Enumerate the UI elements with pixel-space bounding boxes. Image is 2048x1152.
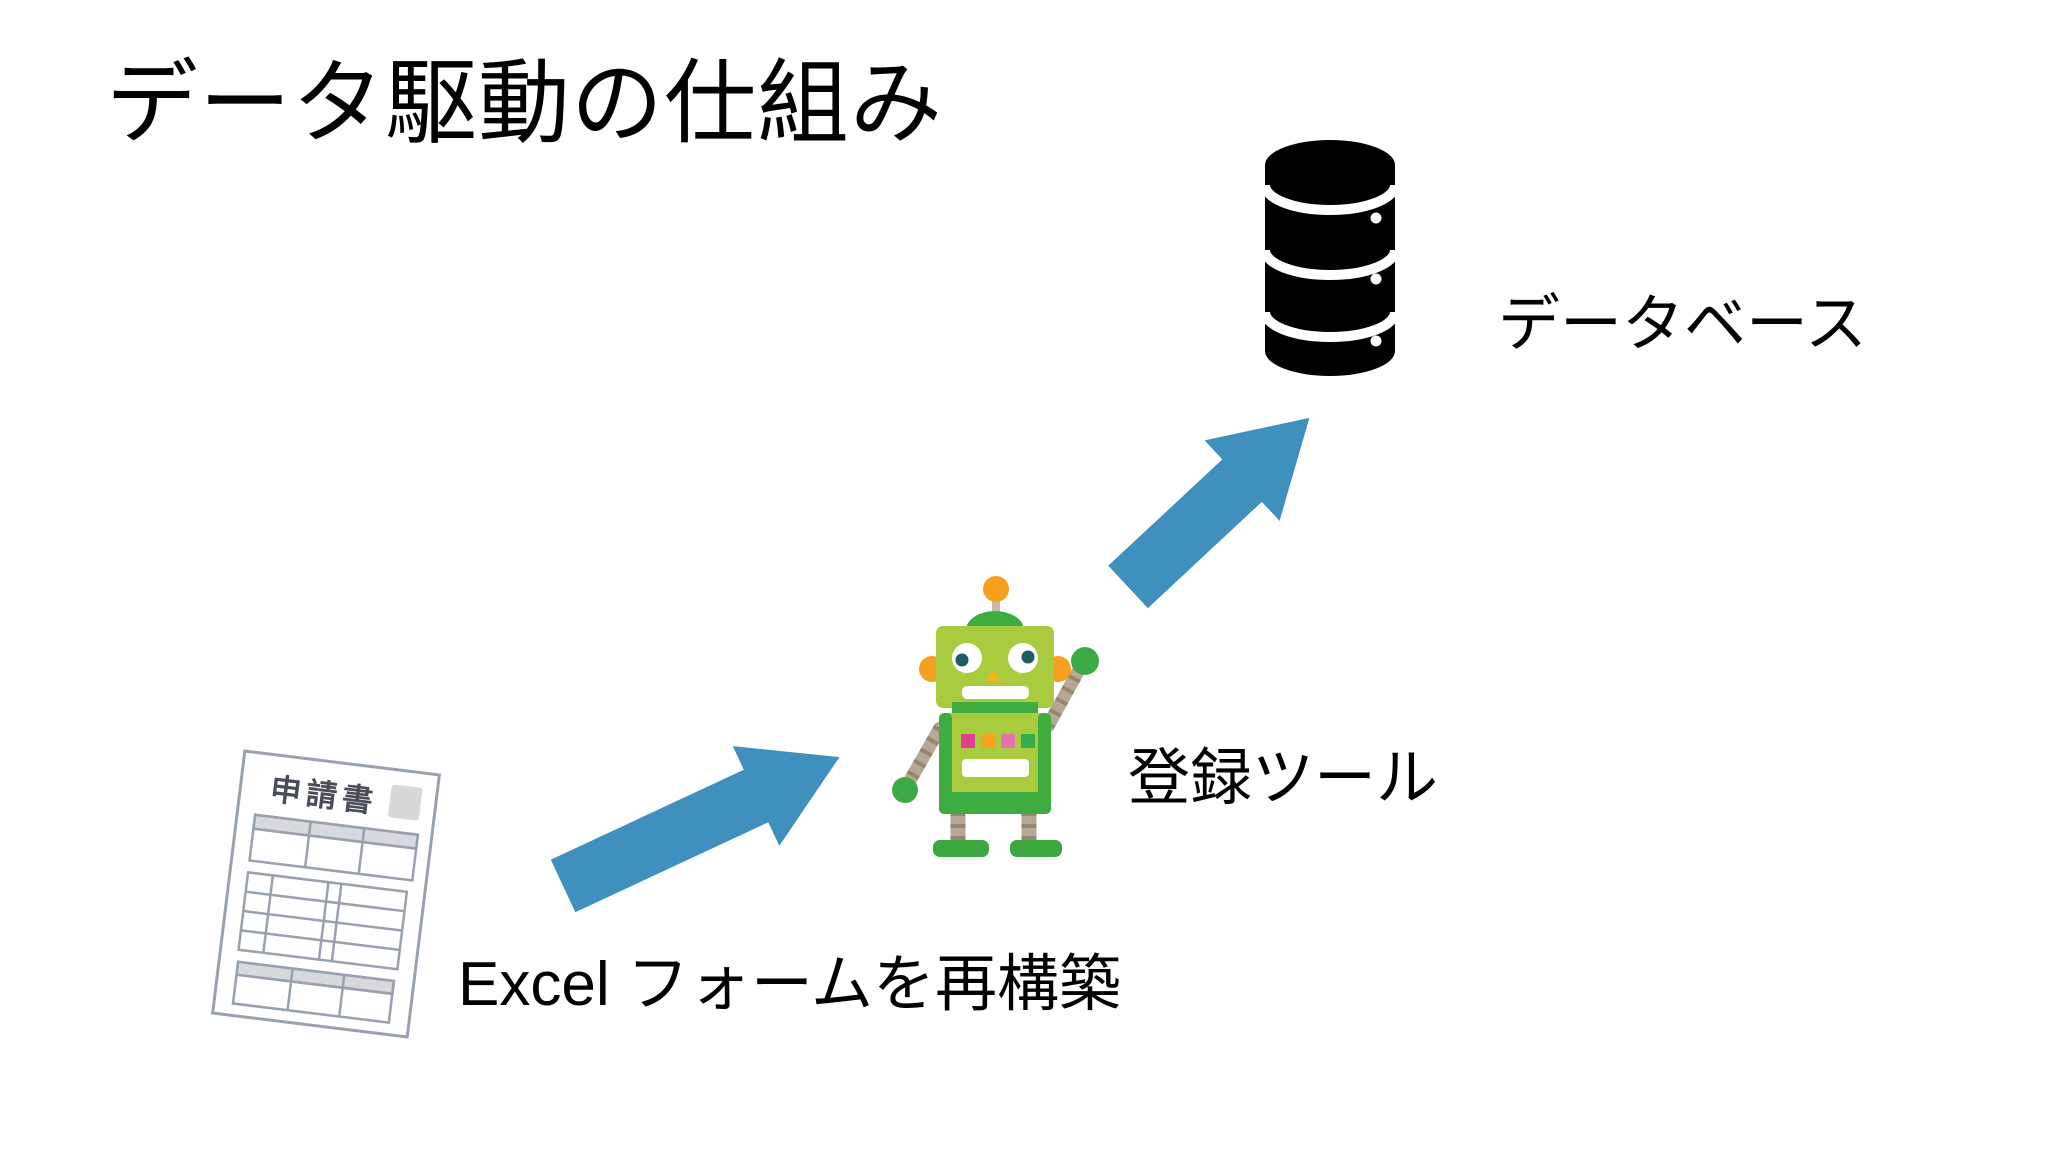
- robot-dome: [966, 611, 1024, 630]
- database-icon: [1263, 140, 1397, 376]
- form-table-top: [248, 813, 420, 882]
- arrow-shape: [550, 746, 840, 913]
- arrow-tool-to-database-icon: [1108, 417, 1310, 609]
- form-table-bottom: [231, 960, 396, 1025]
- robot-left-arm: [892, 721, 947, 803]
- robot-chest-button: [981, 734, 995, 748]
- page-title: データ駆動の仕組み: [106, 53, 944, 155]
- robot-body: [939, 702, 1051, 814]
- tool-label: 登録ツール: [1128, 744, 1439, 813]
- excel-caption: Excel フォームを再構築: [458, 950, 1121, 1019]
- form-document-icon: 申請書: [210, 749, 442, 1039]
- arrow-shape: [1108, 417, 1310, 609]
- robot-chest-button: [1021, 734, 1035, 748]
- db-separator-arc: [1263, 249, 1397, 280]
- robot-chest-button: [961, 734, 975, 748]
- robot-belt: [939, 792, 1051, 814]
- db-dot: [1370, 212, 1382, 224]
- database-silhouette: [1265, 140, 1395, 376]
- robot-icon: [892, 576, 1099, 857]
- robot-head: [919, 576, 1071, 708]
- robot-panel: [962, 759, 1029, 777]
- arrow-form-to-tool-icon: [550, 746, 840, 913]
- robot-antenna-stick: [992, 599, 1000, 617]
- db-dot: [1370, 335, 1382, 347]
- robot-left-hand: [892, 777, 918, 803]
- db-separator-arc: [1263, 311, 1397, 342]
- robot-antenna-ball: [983, 576, 1009, 602]
- robot-right-foot: [1010, 840, 1062, 857]
- db-dot: [1370, 273, 1382, 285]
- robot-right-hand: [1071, 647, 1099, 675]
- form-table-middle: [237, 870, 409, 971]
- robot-neck: [952, 702, 1038, 715]
- robot-left-foot: [933, 840, 989, 857]
- robot-mouth: [962, 686, 1029, 699]
- database-label: データベース: [1498, 290, 1867, 359]
- db-separator-arc: [1263, 184, 1397, 215]
- robot-chest-button: [1001, 734, 1015, 748]
- robot-right-pupil: [1021, 650, 1035, 664]
- form-stamp-box: [388, 784, 423, 821]
- robot-right-arm: [1041, 647, 1099, 733]
- robot-nose: [986, 669, 1000, 681]
- robot-legs: [933, 812, 1062, 857]
- robot-left-pupil: [955, 653, 969, 667]
